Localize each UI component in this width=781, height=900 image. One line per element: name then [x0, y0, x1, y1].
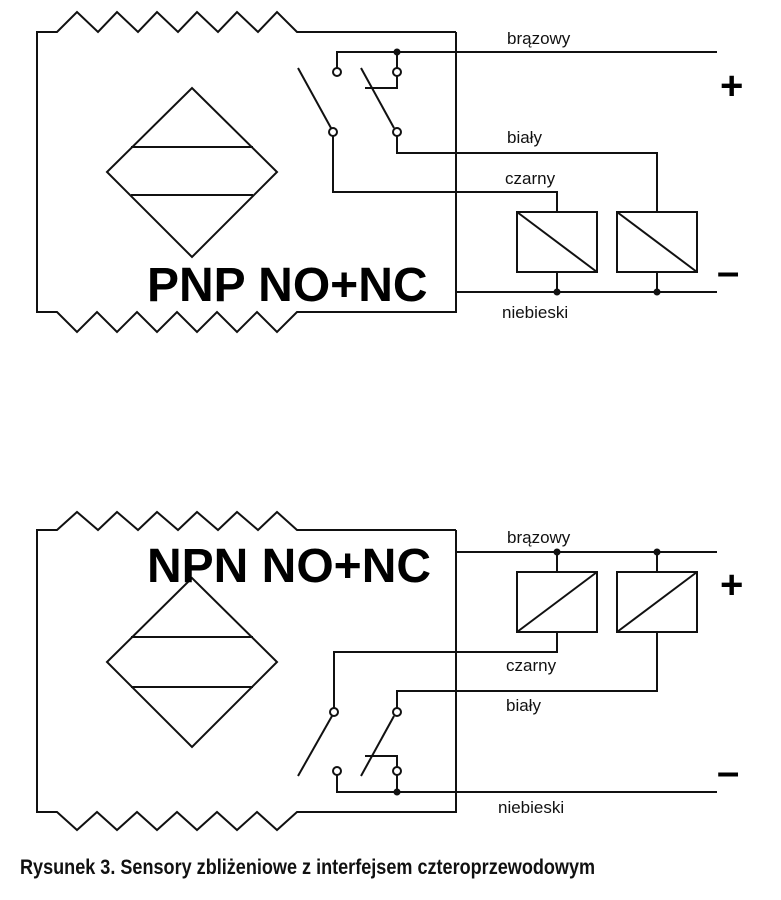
contact [328, 127, 338, 137]
contact [332, 766, 342, 776]
no-switch-blade [297, 715, 333, 777]
label-white: biały [507, 128, 542, 147]
npn-title: NPN NO+NC [147, 540, 431, 593]
label-brown: brązowy [507, 29, 571, 48]
black-wire [333, 632, 558, 708]
figure-caption: Rysunek 3. Sensory zbliżeniowe z interfe… [20, 856, 596, 879]
load-2 [616, 552, 698, 633]
contact [392, 707, 402, 717]
pnp-diagram: PNP NO+NC brązowy biały czarny niebieski… [36, 10, 743, 334]
brown-wire [336, 51, 717, 68]
contact [392, 67, 402, 77]
label-black: czarny [505, 169, 556, 188]
sensor-symbol [105, 576, 279, 749]
white-wire [396, 136, 658, 212]
nc-switch-blade [360, 715, 395, 777]
pnp-title: PNP NO+NC [147, 259, 428, 312]
plus-sign: + [720, 64, 743, 108]
label-blue: niebieski [498, 798, 564, 817]
sensor-body [36, 10, 457, 334]
minus-sign: – [717, 250, 739, 294]
contact [392, 127, 402, 137]
npn-diagram: NPN NO+NC brązowy czarny biały niebieski… [36, 510, 743, 832]
load-1 [516, 211, 598, 292]
no-switch-blade [297, 67, 332, 129]
junction-dot [393, 788, 401, 796]
label-blue: niebieski [502, 303, 568, 322]
junction-dot [553, 288, 561, 296]
contact [329, 707, 339, 717]
minus-sign: – [717, 750, 739, 794]
black-wire [332, 136, 558, 212]
junction-dot [393, 48, 401, 56]
load-2 [616, 211, 698, 292]
contact [332, 67, 342, 77]
sensor-body [36, 510, 457, 832]
blue-wire [336, 775, 717, 793]
nc-bar [365, 755, 398, 767]
sensor-symbol [105, 86, 279, 259]
label-white: biały [506, 696, 541, 715]
label-black: czarny [506, 656, 557, 675]
junction-dot [653, 288, 661, 296]
load-1 [516, 552, 598, 633]
plus-sign: + [720, 563, 743, 607]
contact [392, 766, 402, 776]
white-wire [396, 632, 658, 708]
nc-bar [365, 76, 398, 89]
label-brown: brązowy [507, 528, 571, 547]
nc-switch-blade [360, 67, 395, 129]
